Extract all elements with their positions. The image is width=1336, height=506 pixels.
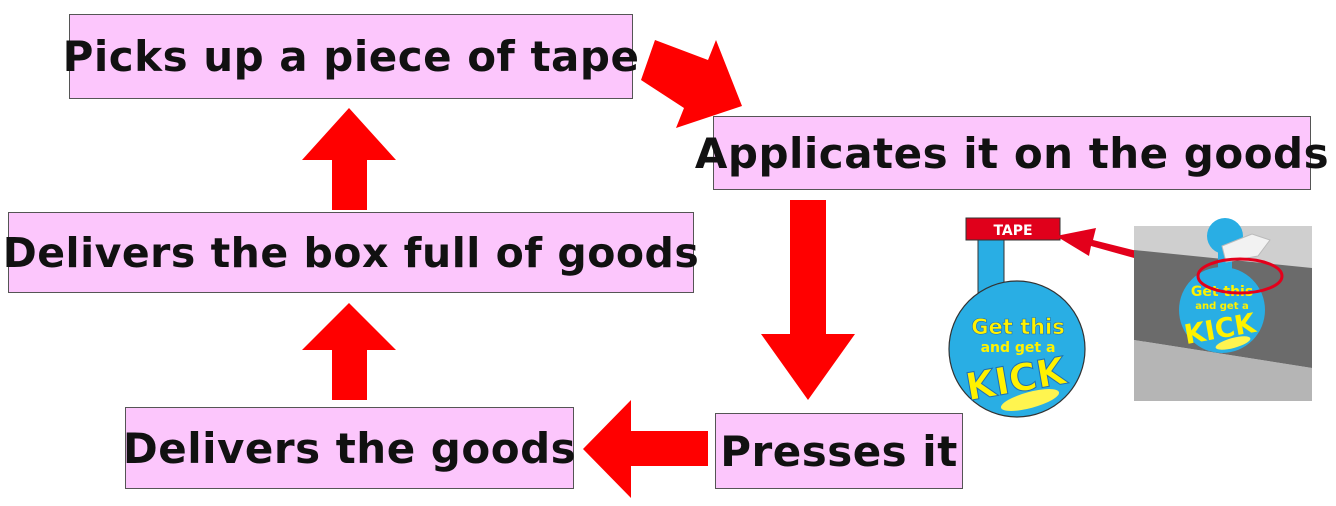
tag-line-2: and get a [981,340,1056,356]
step-apply-on-goods: Applicates it on the goods [695,116,1329,190]
arrow-deliver-goods-to-box [302,303,396,400]
tape-strip [965,217,1061,241]
applied-tag-photo: Get this and get a KICK [1134,218,1312,401]
tag-line-1: Get this [971,315,1065,339]
highlight-circle [1196,257,1284,295]
step-press: Presses it [715,413,963,489]
arrow-deliver-box-to-pick [302,108,396,210]
spark-icon [1000,389,1060,411]
arrow-pick-to-apply [641,40,742,128]
tape-label: TAPE [993,223,1032,239]
step-deliver-goods: Delivers the goods [123,407,576,489]
photo-line-2: and get a [1195,301,1248,312]
step-pick-up-tape: Picks up a piece of tape [63,14,639,99]
kick-tag-illustration: TAPE Get this and get a KICK [948,217,1086,418]
arrow-press-to-deliver-goods [583,400,708,498]
arrow-apply-to-press [761,200,855,400]
step-deliver-box: Delivers the box full of goods [3,212,699,293]
